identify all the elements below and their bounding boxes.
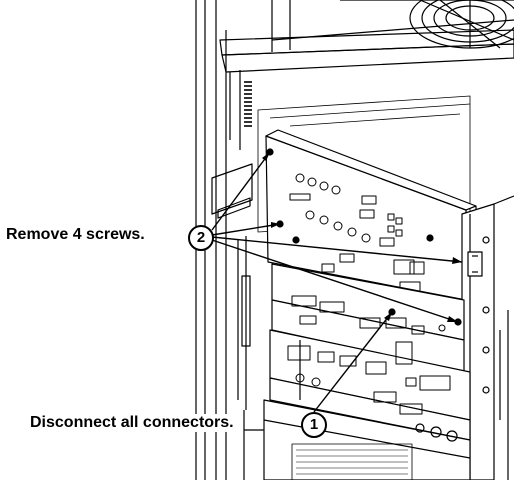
remove-screws-label: Remove 4 screws. <box>4 226 147 244</box>
left-bracket <box>211 163 253 410</box>
leader-arrowhead-connectors <box>384 312 392 321</box>
disconnect-connectors-label: Disconnect all connectors. <box>28 414 236 432</box>
leader-line-connectors <box>313 311 393 413</box>
callout-number-2: 2 <box>188 225 214 251</box>
callout-number-1: 1 <box>301 412 327 438</box>
leader-arrowheads <box>262 152 462 322</box>
leader-lines-screws <box>211 151 463 323</box>
module-chassis-lower <box>271 263 465 373</box>
fan-grill <box>409 0 514 49</box>
vent-slots <box>244 81 252 127</box>
